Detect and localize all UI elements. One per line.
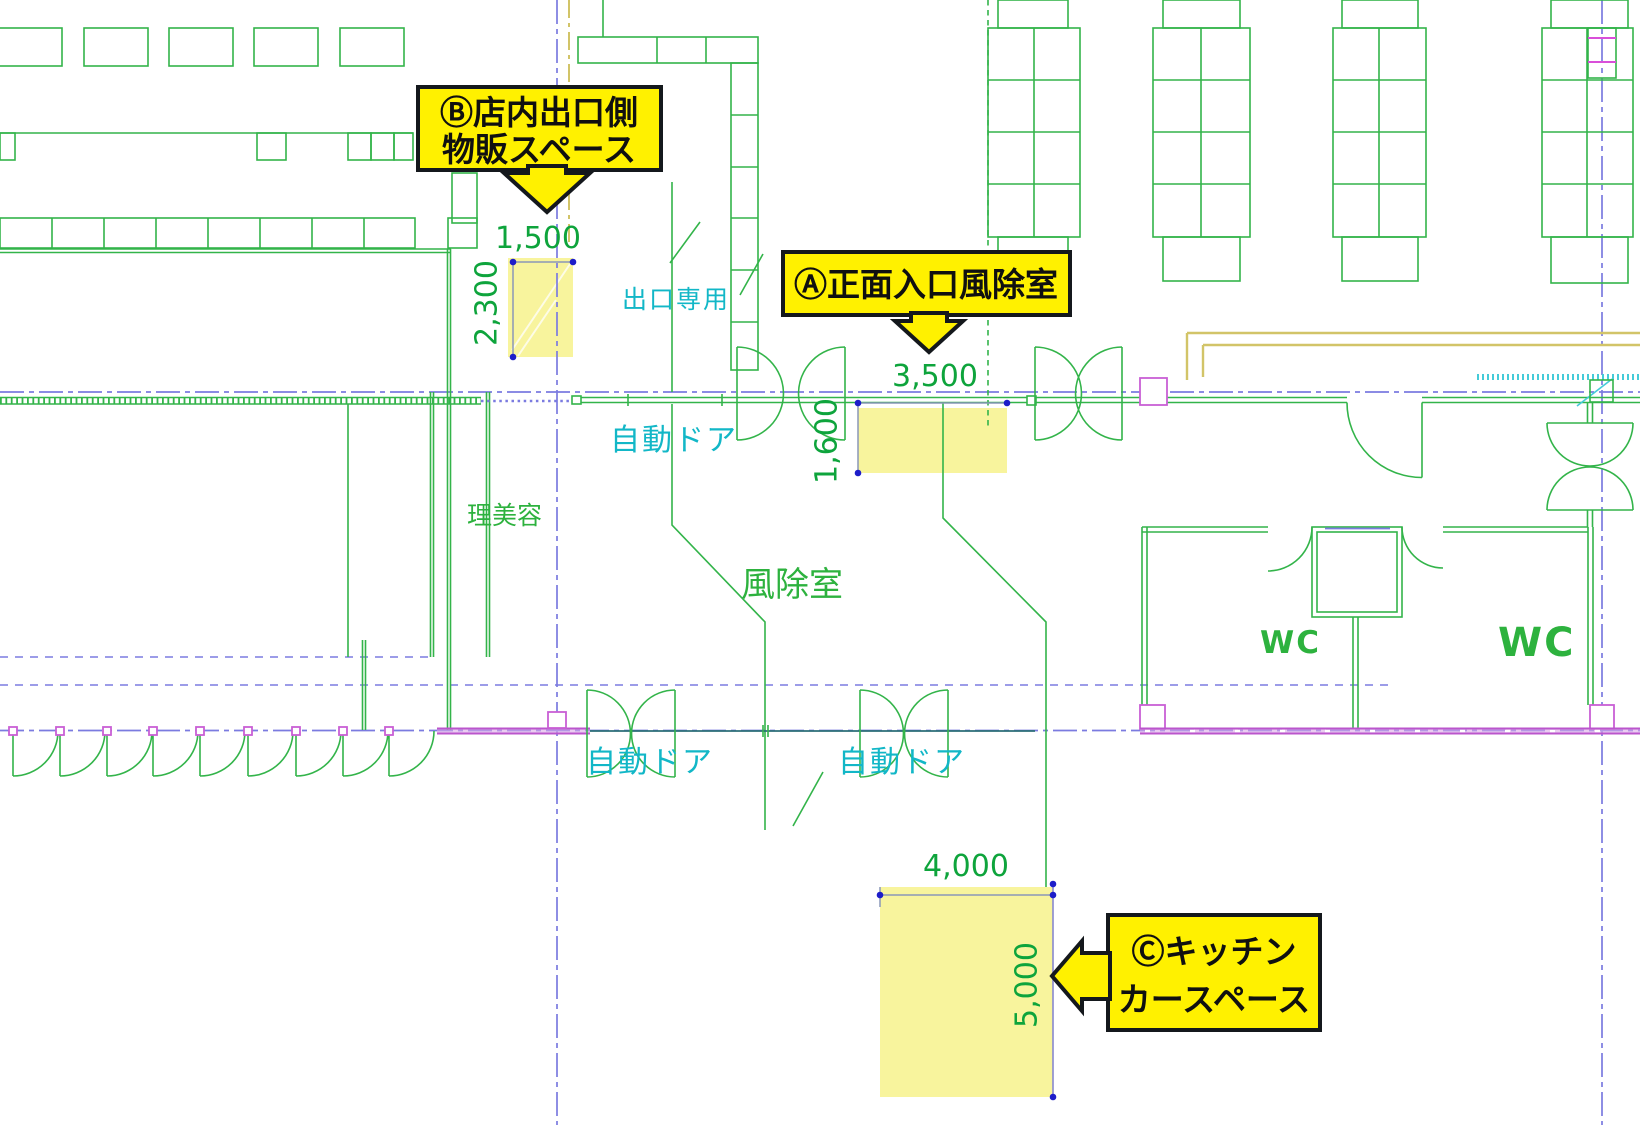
windbreak-funnel — [671, 182, 1047, 887]
dimension-c: 4,000 5,000 — [876, 849, 1057, 1101]
wc-block — [1139, 526, 1615, 730]
vertical-double-door — [1546, 422, 1634, 511]
tables-top-left — [0, 27, 478, 254]
callout-c-arrow — [1049, 935, 1112, 1017]
auto-door-main-left — [736, 346, 846, 441]
dim-b-height: 2,300 — [470, 260, 505, 346]
callout-c-line2: カースペース — [1118, 980, 1310, 1019]
label-wc-left: WC — [1260, 625, 1321, 661]
callout-a-label: Ⓐ正面入口風除室 — [794, 265, 1058, 304]
highlight-zones — [508, 258, 1053, 1097]
callout-c: Ⓒキッチン カースペース — [1049, 913, 1322, 1032]
label-windbreak-room: 風除室 — [741, 565, 843, 605]
door-posts — [8, 726, 394, 736]
label-auto-door-left: 自動ドア — [586, 745, 714, 780]
door-row-left — [8, 726, 435, 777]
callout-a: Ⓐ正面入口風除室 — [781, 250, 1072, 355]
room-labels: 出口専用 自動ドア 自動ドア 自動ドア 理美容 風除室 WC WC — [467, 285, 1575, 780]
label-exit-only: 出口専用 — [622, 285, 730, 314]
callout-b-line2: 物販スペース — [442, 130, 636, 169]
bottom-walls — [437, 689, 1640, 778]
magenta-post-left — [1139, 704, 1166, 730]
left-walls — [0, 249, 575, 730]
auto-door-main-right — [1034, 346, 1123, 441]
magenta-detail — [1588, 37, 1616, 63]
label-barber-beauty: 理美容 — [467, 501, 542, 530]
callout-b-box — [416, 85, 663, 172]
exit-corridor-shelf — [577, 0, 764, 371]
callout-b-line1: Ⓑ店内出口側 — [440, 93, 638, 132]
right-side — [1185, 331, 1640, 527]
dim-c-width: 4,000 — [923, 849, 1009, 884]
label-auto-door-right: 自動ドア — [838, 745, 966, 780]
callout-c-box — [1106, 913, 1322, 1032]
magenta-column — [1139, 377, 1168, 406]
callout-b-arrow — [498, 164, 596, 215]
dim-b-width: 1,500 — [495, 221, 581, 256]
wc-door-arcs — [1267, 526, 1444, 572]
callout-b: Ⓑ店内出口側 物販スペース — [416, 85, 663, 215]
dim-c-height: 5,000 — [1010, 942, 1045, 1028]
label-auto-door-main: 自動ドア — [610, 423, 738, 458]
dim-a-height: 1,600 — [810, 398, 845, 484]
tables-top-right — [987, 0, 1634, 428]
dim-a-width: 3,500 — [892, 359, 978, 394]
door-arc-right-wall — [1346, 402, 1423, 479]
magenta-post-right — [1589, 704, 1615, 730]
magenta-post-mid — [547, 711, 567, 729]
auto-door-outer-left — [586, 689, 676, 778]
auto-door-outer-right — [859, 689, 949, 778]
callout-a-arrow — [889, 311, 969, 355]
dimension-a: 3,500 1,600 — [810, 359, 1011, 484]
dimension-b: 1,500 2,300 — [470, 221, 581, 361]
highlight-c-zone — [880, 887, 1053, 1097]
highlight-a-zone — [858, 408, 1007, 473]
door-leaf-diagonals — [669, 221, 764, 296]
label-wc-right: WC — [1498, 620, 1575, 666]
callout-c-line1: Ⓒキッチン — [1132, 932, 1297, 971]
